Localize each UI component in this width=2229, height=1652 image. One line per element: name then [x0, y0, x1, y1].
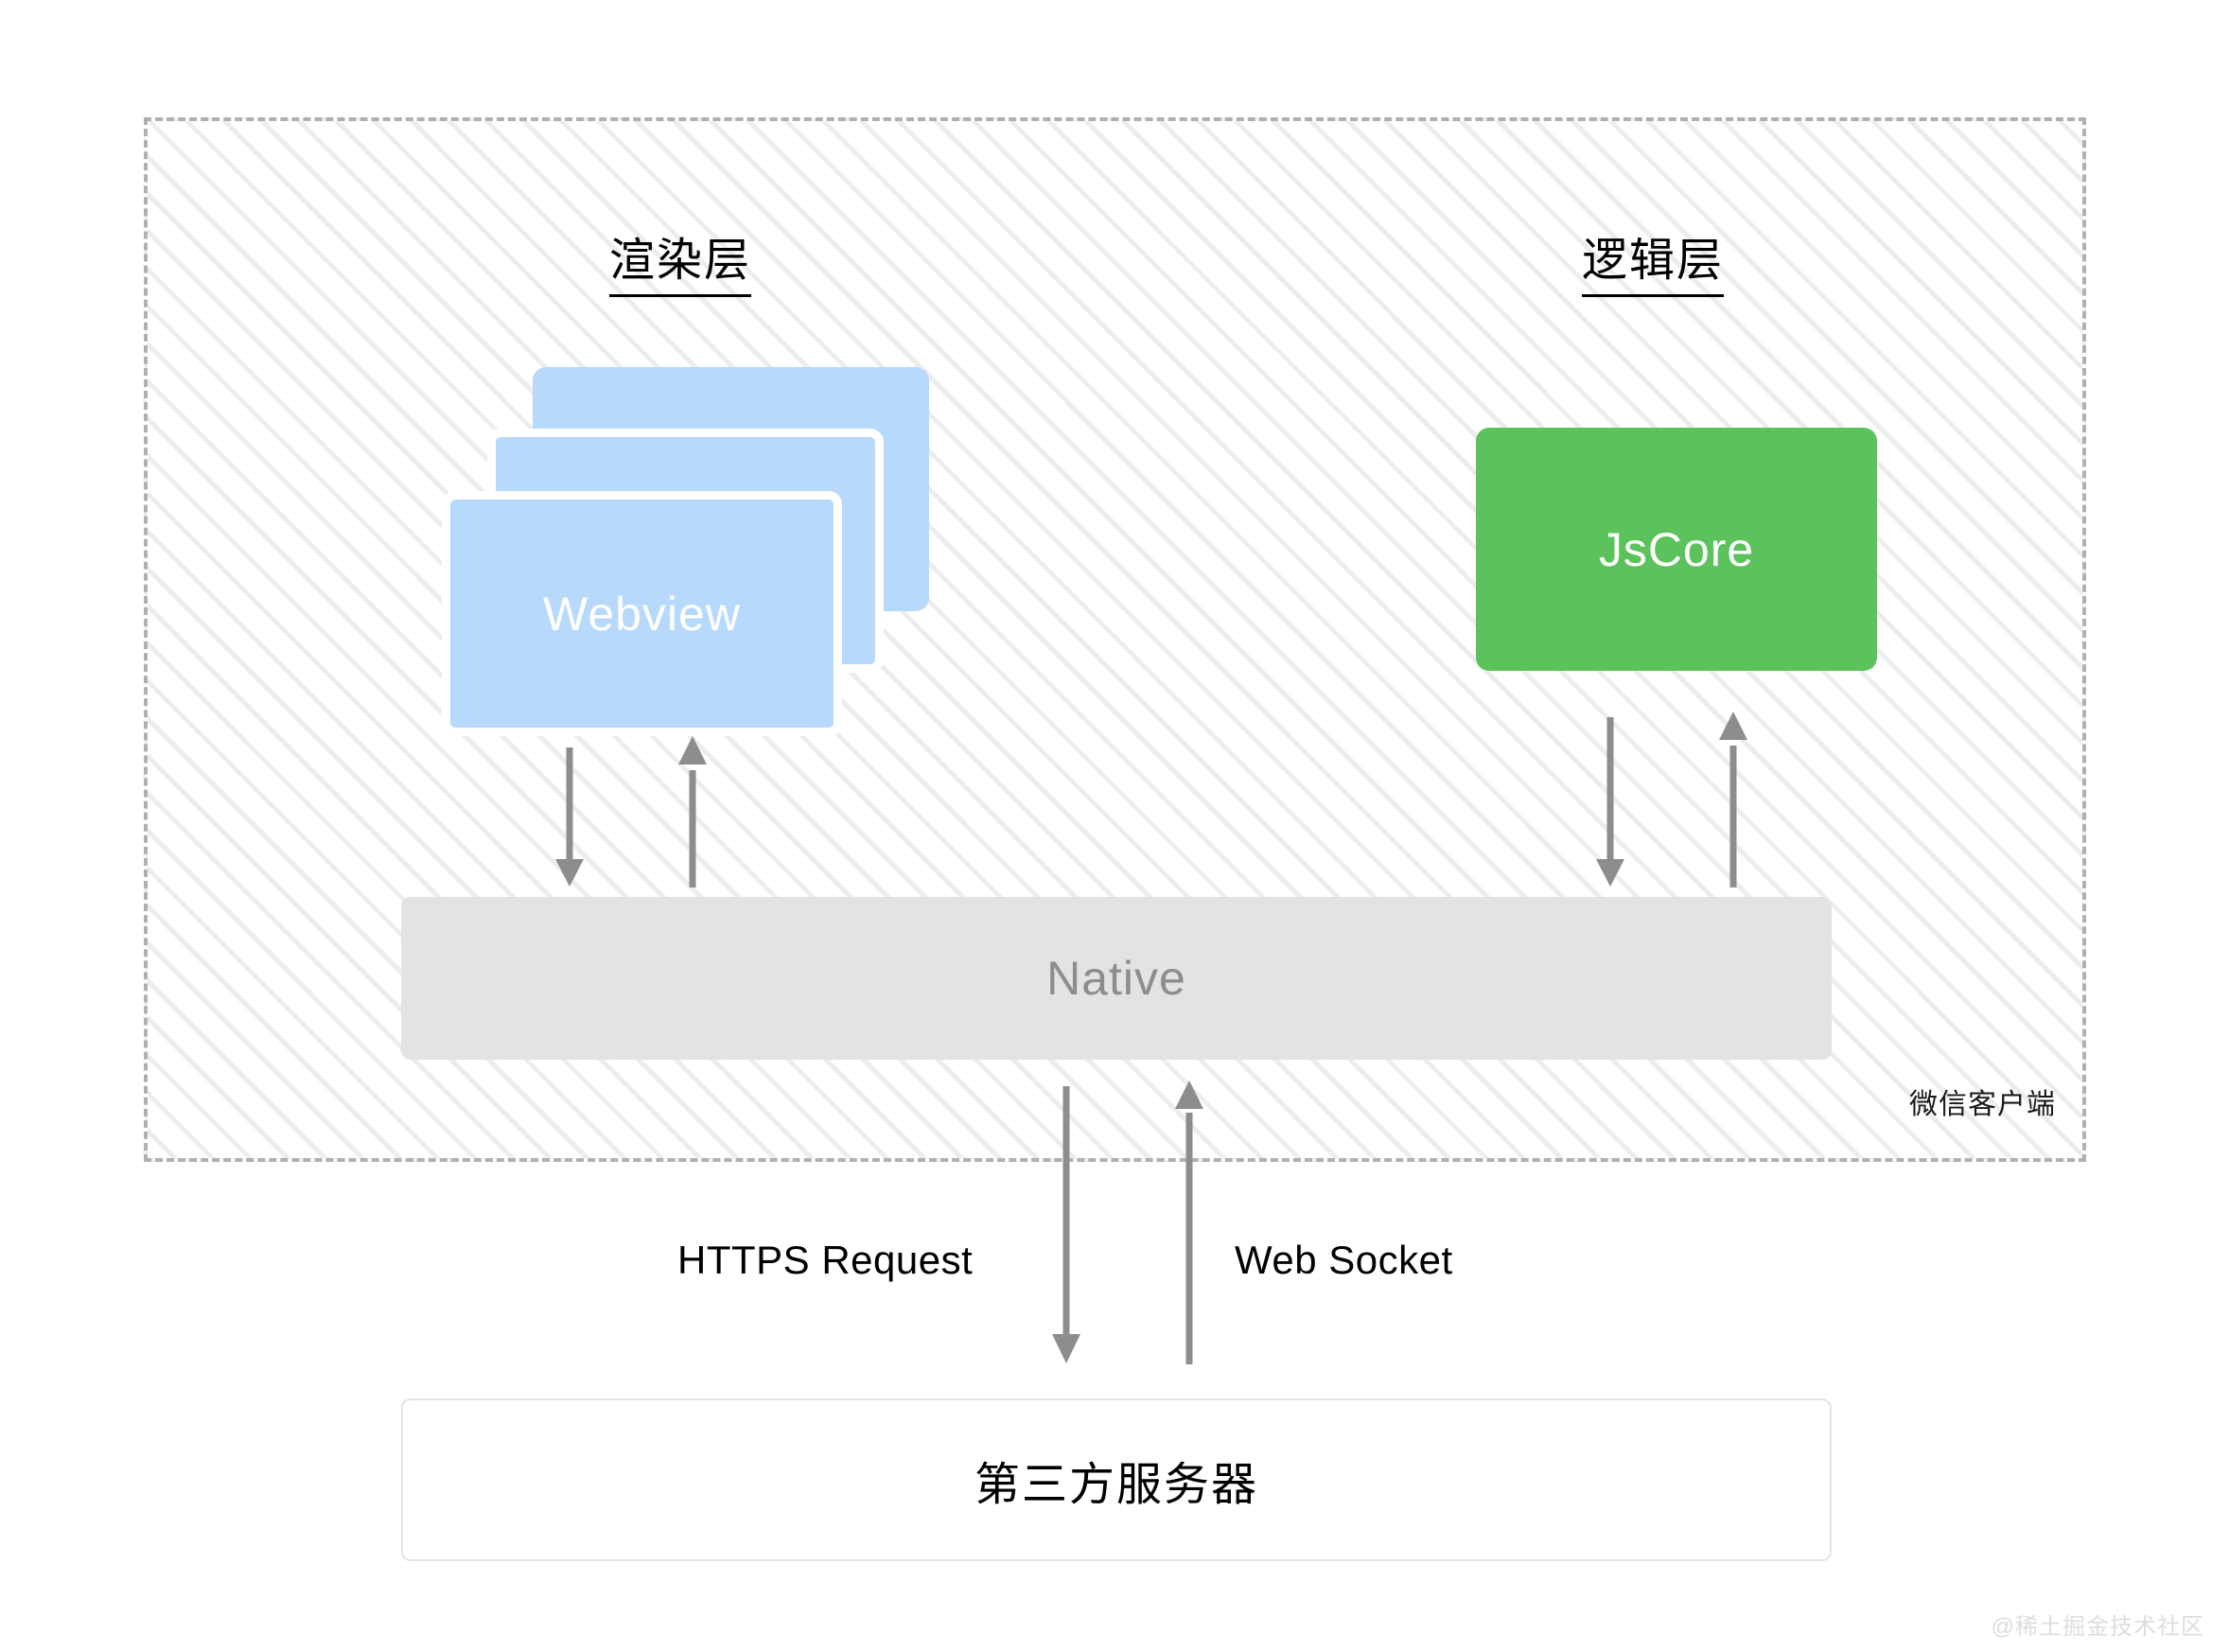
watermark: @稀土掘金技术社区	[1991, 1614, 2204, 1640]
arrow-server-to-native	[1173, 1081, 1205, 1364]
jscore-node: JsCore	[1476, 428, 1877, 671]
edge-label-https-request: HTTPS Request	[677, 1238, 974, 1282]
render-layer-title: 渲染层	[609, 222, 752, 297]
webview-card-front	[442, 491, 842, 736]
arrow-webview-to-native	[553, 747, 586, 888]
third-party-server-node: 第三方服务器	[401, 1398, 1832, 1561]
arrow-jscore-to-native	[1594, 717, 1626, 888]
logic-layer-title: 逻辑层	[1582, 222, 1725, 297]
arrow-native-to-server	[1050, 1086, 1082, 1364]
edge-label-web-socket: Web Socket	[1235, 1238, 1453, 1282]
wechat-client-label: 微信客户端	[1909, 1089, 2056, 1120]
native-node: Native	[401, 897, 1832, 1060]
arrow-native-to-jscore	[1717, 712, 1749, 888]
arrow-native-to-webview	[676, 736, 709, 888]
webview-stack: Webview	[442, 367, 929, 736]
